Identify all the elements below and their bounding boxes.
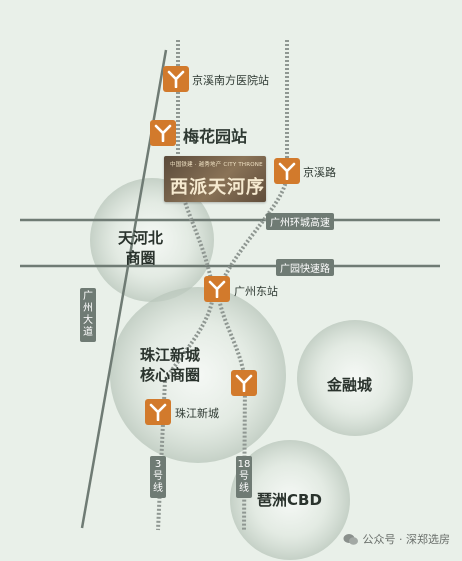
metro-y-icon [208,280,226,298]
metro-y-icon [278,162,296,180]
district-zhujiang-core-line1: 珠江新城 [140,346,201,364]
watermark: 公众号 · 深郑选房 [343,531,451,547]
road-tag-guangzhou-avenue: 广州大道 [80,288,96,342]
district-halo-tianhe-north [90,178,214,302]
line-tag-18: 18号线 [236,456,252,498]
line-tag-3: 3号线 [150,456,166,498]
district-zhujiang-core-line2: 核心商圈 [140,366,201,384]
metro-station-jingxi-nanfang[interactable] [163,66,189,92]
watermark-text: 公众号 · 深郑选房 [362,533,451,546]
station-label-jingxi-nanfang: 京溪南方医院站 [192,74,269,87]
metro-y-icon [235,374,253,392]
district-halo-pazhou [230,440,350,560]
metro-station-guangzhou-east[interactable] [204,276,230,302]
district-pazhou: 琶洲CBD [257,491,322,509]
wechat-icon [343,533,358,545]
district-finance-city: 金融城 [327,376,373,394]
district-tianhe-north-line1: 天河北 [118,229,164,247]
metro-station-meihuayuan[interactable] [150,120,176,146]
road-tag-ring-expressway: 广州环城高速 [266,213,334,230]
station-label-zhujiang-newtown: 珠江新城 [175,407,219,420]
metro-station-jingxi-road[interactable] [274,158,300,184]
project-name: 西派天河序 [170,177,265,198]
metro-y-icon [149,403,167,421]
metro-station-line18-south[interactable] [231,370,257,396]
station-label-guangzhou-east: 广州东站 [234,285,278,298]
road-tag-guangyuan-express: 广园快速路 [276,259,334,276]
station-label-jingxi-road: 京溪路 [303,166,336,179]
metro-y-icon [154,124,172,142]
metro-station-zhujiang-newtown[interactable] [145,399,171,425]
district-zhujiang-core: 珠江新城 核心商圈 [140,345,200,385]
metro-y-icon [167,70,185,88]
project-subtitle: 中国铁建 · 越秀地产 CITY THRONE [170,162,263,168]
district-tianhe-north: 天河北 商圈 [118,228,163,268]
station-label-meihuayuan: 梅花园站 [183,127,248,146]
district-halo-finance-city [297,320,413,436]
project-badge[interactable]: 中国铁建 · 越秀地产 CITY THRONE 西派天河序 [164,156,266,202]
district-tianhe-north-line2: 商圈 [125,249,156,267]
